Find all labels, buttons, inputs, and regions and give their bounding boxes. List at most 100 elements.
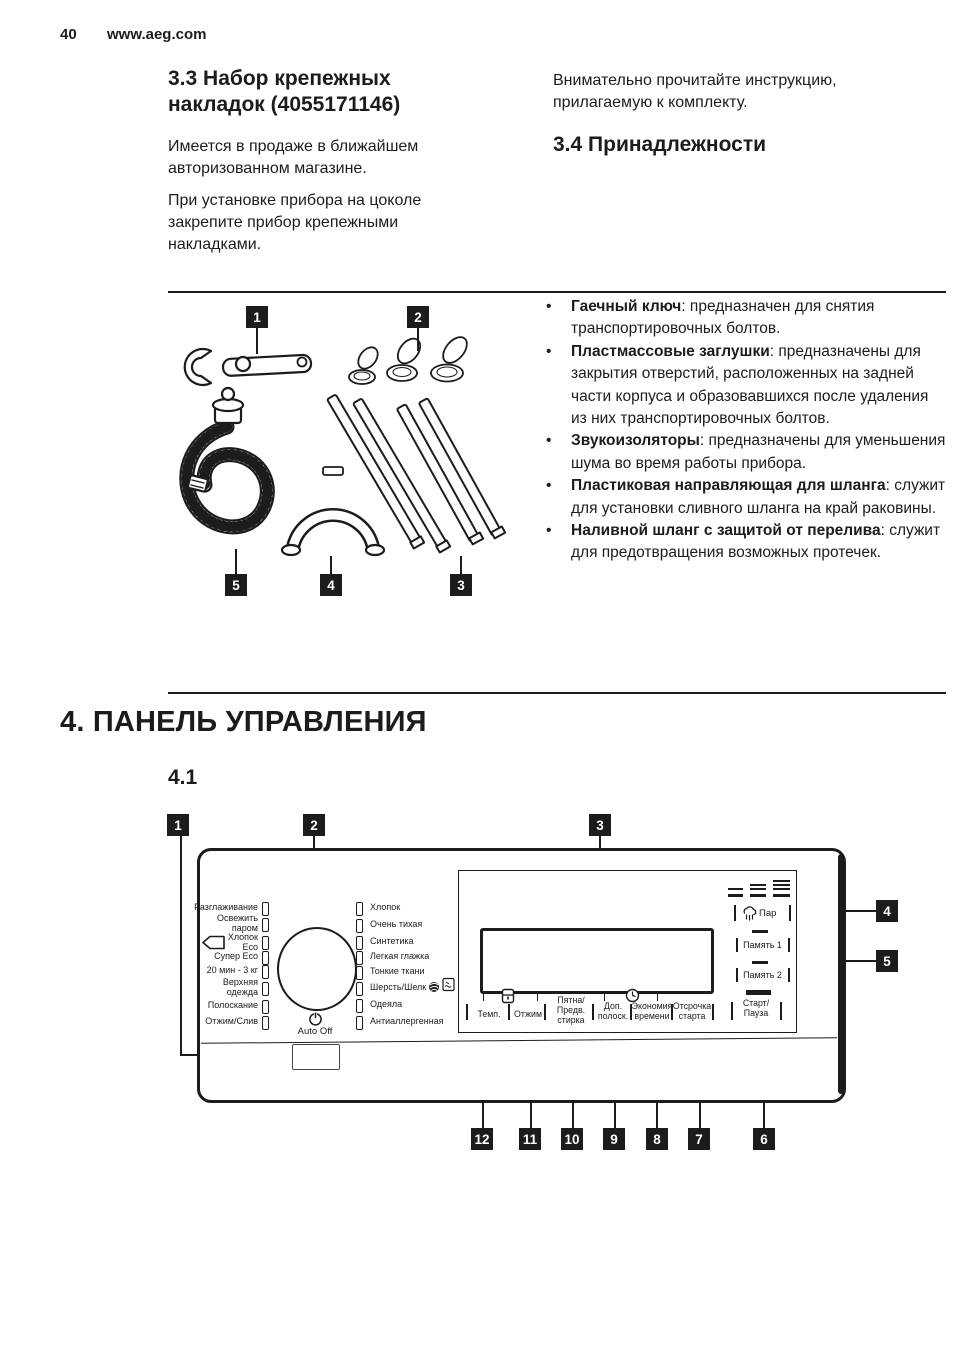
list-item: Гаечный ключ: предназначен для снятия тр… [543, 296, 947, 341]
time-save-button[interactable]: Экономия времени [631, 1001, 673, 1021]
dial-mark [262, 965, 269, 979]
button-separator [788, 938, 790, 952]
panel-callout-8: 8 [646, 1128, 668, 1150]
dial-mark [262, 982, 269, 996]
program-label: Верхняя одежда [222, 977, 258, 997]
steam-level-icon [750, 894, 766, 898]
power-icon [309, 1012, 322, 1026]
accessory-name: Наливной шланг с защитой от перелива [571, 522, 881, 540]
program-label: Хлопок [370, 902, 401, 912]
dial-mark [262, 1016, 269, 1030]
panel-callout-6: 6 [753, 1128, 775, 1150]
program-label: Антиаллергенная [370, 1016, 444, 1026]
memory1-button[interactable]: Память 1 [743, 940, 782, 950]
steam-icon [743, 906, 757, 921]
group-bracket [648, 993, 658, 1001]
panel-callout-11: 11 [519, 1128, 541, 1150]
program-label: Хлопок Eco [227, 932, 258, 952]
program-label: Разглаживание [194, 902, 258, 912]
program-label: Отжим/Слив [205, 1016, 258, 1026]
button-separator [544, 1004, 546, 1020]
dial-mark [262, 902, 269, 916]
memory2-button[interactable]: Память 2 [743, 970, 782, 980]
clock-icon [625, 988, 640, 1003]
program-label: Синтетика [370, 936, 414, 946]
section-3-3-title: 3.3 Набор крепежных накладок (4055171146… [168, 67, 401, 116]
extra-rinse-button[interactable]: Доп. полоск. [597, 1001, 629, 1021]
leader-line [460, 556, 462, 574]
button-separator [736, 938, 738, 952]
button-separator [592, 1004, 594, 1020]
dial-mark [356, 966, 363, 980]
button-separator [734, 905, 736, 921]
panel-callout-10: 10 [561, 1128, 583, 1150]
page-number: 40 [60, 26, 77, 43]
leader-line [330, 556, 332, 574]
program-label: Одеяла [370, 999, 403, 1009]
delay-start-button[interactable]: Отсрочка старта [672, 1001, 712, 1021]
panel-callout-3: 3 [589, 814, 611, 836]
button-separator [712, 1004, 714, 1020]
program-label: Супер Eco [214, 951, 258, 961]
handwash-icon [442, 977, 455, 992]
figure-callout-4: 4 [320, 574, 342, 596]
button-separator [789, 905, 791, 921]
steam-level-icon [773, 884, 790, 886]
panel-callout-1: 1 [167, 814, 189, 836]
panel-callout-4: 4 [876, 900, 898, 922]
steam-button[interactable]: Пар [759, 908, 777, 919]
site-url: www.aeg.com [107, 26, 207, 43]
spin-button[interactable]: Отжим [513, 1009, 542, 1019]
accessory-name: Пластмассовые заглушки [571, 342, 770, 360]
dial-mark [262, 1000, 269, 1014]
figure-callout-1: 1 [246, 306, 268, 328]
indicator-dash [752, 930, 768, 933]
program-dial[interactable] [277, 927, 357, 1011]
childlock-icon [501, 988, 515, 1004]
button-zone [458, 870, 797, 1033]
indicator-dash [752, 961, 768, 964]
leader-line [235, 549, 237, 574]
dial-mark [262, 936, 269, 950]
steam-level-icon [750, 884, 766, 886]
program-label: Очень тихая [370, 919, 423, 929]
figure-callout-3: 3 [450, 574, 472, 596]
panel-callout-12: 12 [471, 1128, 493, 1150]
dial-mark [356, 1016, 363, 1030]
button-separator [466, 1004, 468, 1020]
steam-level-icon [773, 888, 790, 890]
dial-mark [262, 951, 269, 965]
list-item: Звукоизоляторы: предназначены для уменьш… [543, 430, 947, 475]
accessory-name: Гаечный ключ [571, 298, 682, 315]
accessory-desc: : предназначены для уменьшения шума во в… [571, 432, 946, 472]
accessory-desc: : служит для предотвращения возможных пр… [571, 522, 941, 562]
list-item: Пластмассовые заглушки: предназначены дл… [543, 341, 947, 431]
dial-mark [356, 919, 363, 933]
start-pause-button[interactable]: Старт/ Пауза [742, 998, 770, 1018]
steam-level-icon [750, 888, 766, 890]
button-separator [508, 1004, 510, 1020]
button-separator [671, 1004, 673, 1020]
button-separator [788, 968, 790, 982]
figure-top-rule [168, 291, 946, 293]
button-separator [731, 1002, 733, 1020]
panel-callout-2: 2 [303, 814, 325, 836]
leader-line [417, 328, 419, 351]
accessories-illustration [179, 336, 507, 557]
on-off-button[interactable] [292, 1044, 340, 1070]
temp-button[interactable]: Темп. [477, 1009, 501, 1019]
dial-mark [356, 951, 363, 965]
accessory-name: Пластиковая направляющая для шланга [571, 477, 886, 495]
auto-off-label: Auto Off [297, 1026, 333, 1037]
accessory-desc: : предназначены для закрытия отверстий, … [571, 342, 929, 428]
group-bracket [604, 993, 614, 1001]
section-4-title: 4. ПАНЕЛЬ УПРАВЛЕНИЯ [60, 706, 427, 738]
panel-callout-5: 5 [876, 950, 898, 972]
pointer-arrow-icon [202, 935, 225, 950]
panel-callout-9: 9 [603, 1128, 625, 1150]
button-separator [630, 1004, 632, 1020]
section-3-3-para2: При установке прибора на цоколе закрепит… [168, 192, 422, 253]
stain-prewash-button[interactable]: Пятна/ Предв. стирка [556, 995, 586, 1025]
figure-bottom-rule [168, 692, 946, 694]
